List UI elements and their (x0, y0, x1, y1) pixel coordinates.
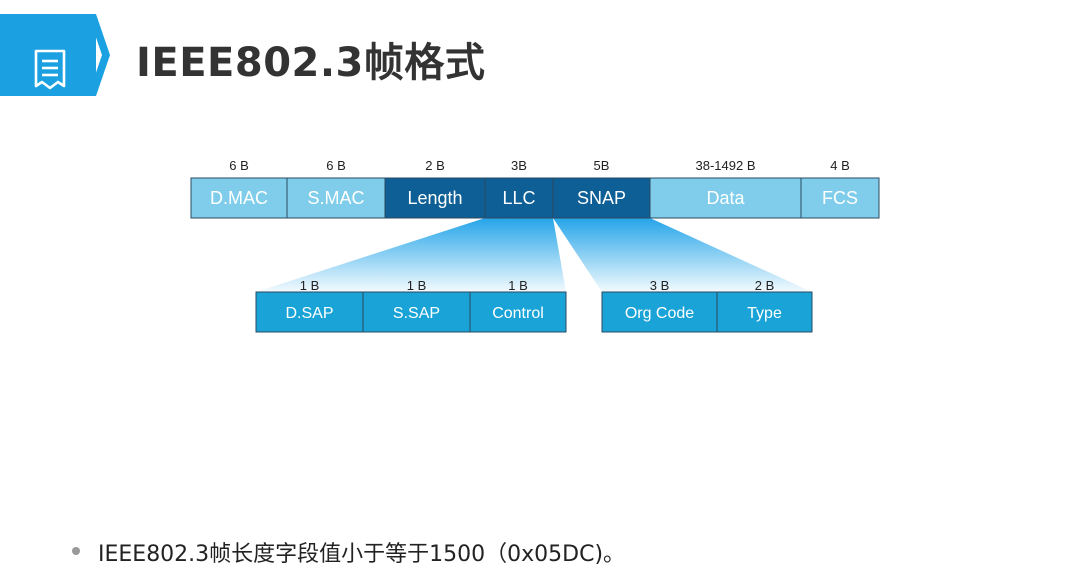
frame-field-label: LLC (502, 188, 535, 208)
frame-field-box (190, 177, 288, 219)
frame-field-box (552, 177, 651, 219)
frame-field-size: 38-1492 B (696, 158, 756, 173)
snap-field-size: 2 B (755, 278, 775, 293)
llc-field-size: 1 B (300, 278, 320, 293)
header-chevron (88, 14, 110, 96)
frame-field-size: 4 B (830, 158, 850, 173)
frame-field-label: Length (407, 188, 462, 208)
frame-field-size: 6 B (229, 158, 249, 173)
llc-expansion-fan (256, 218, 566, 292)
document-list-icon (34, 49, 66, 90)
snap-field-label: Type (747, 305, 782, 322)
frame-field-label: Data (706, 188, 745, 208)
snap-field-box (601, 291, 718, 333)
frame-field-label: S.MAC (307, 188, 364, 208)
llc-field-label: S.SAP (393, 305, 440, 322)
snap-field-size: 3 B (650, 278, 670, 293)
page-title: IEEE802.3帧格式 (136, 40, 486, 86)
frame-field-box (384, 177, 486, 219)
note-text: IEEE802.3帧长度字段值小于等于1500（0x05DC)。 (98, 542, 626, 567)
frame-field-label: FCS (822, 188, 858, 208)
llc-field-label: D.SAP (285, 305, 333, 322)
frame-field-size: 5B (594, 158, 610, 173)
llc-field-size: 1 B (407, 278, 427, 293)
llc-field-box (362, 291, 471, 333)
snap-field-box (716, 291, 813, 333)
frame-field-label: SNAP (577, 188, 626, 208)
frame-field-label: D.MAC (210, 188, 268, 208)
header-band (0, 14, 96, 96)
frame-field-size: 2 B (425, 158, 445, 173)
frame-field-box (800, 177, 880, 219)
snap-field-label: Org Code (625, 305, 694, 322)
snap-expansion-fan (553, 218, 812, 292)
llc-field-box (469, 291, 567, 333)
frame-field-size: 6 B (326, 158, 346, 173)
bullet-dot (72, 547, 80, 555)
llc-field-label: Control (492, 305, 544, 322)
frame-field-size: 3B (511, 158, 527, 173)
llc-field-size: 1 B (508, 278, 528, 293)
